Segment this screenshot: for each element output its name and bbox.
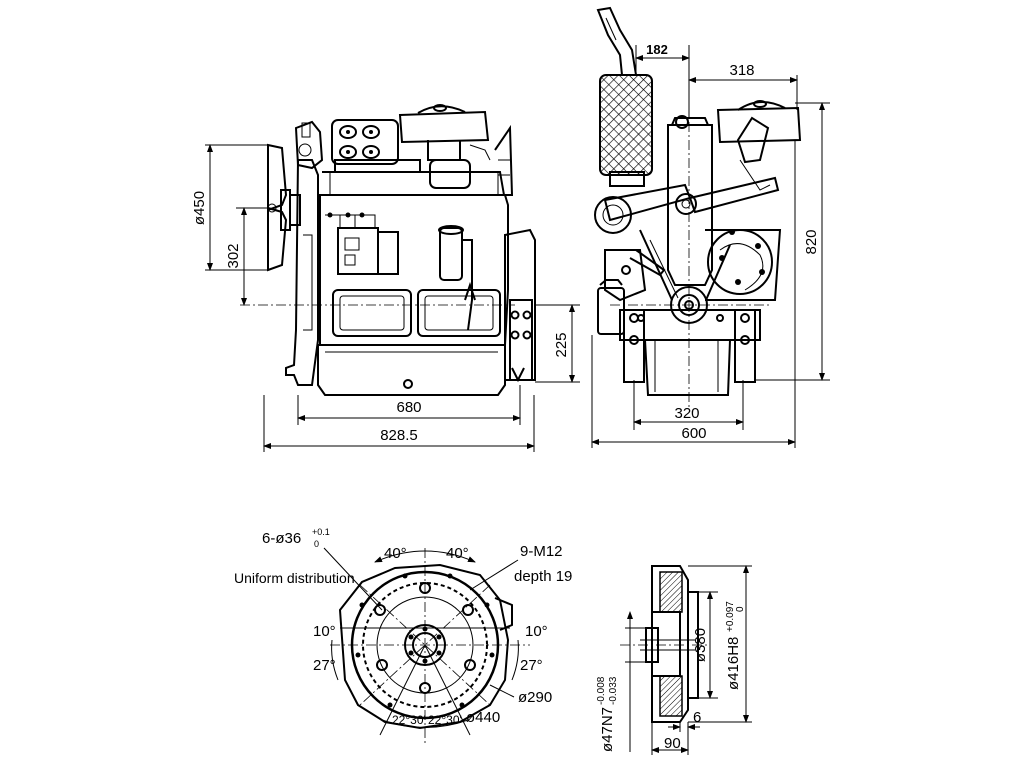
dia-bore: ø416H8: [725, 637, 742, 690]
angle-bottom-left: 22°30': [392, 713, 426, 727]
fuel-filter: [438, 225, 476, 331]
fan: [267, 143, 301, 272]
dia-440: ø440: [466, 709, 500, 726]
front-view: [594, 6, 802, 410]
thread-callout: 9-M12: [520, 543, 563, 560]
angle-bottom-right: 22°30': [428, 713, 462, 727]
dim-fan-diameter: ø450: [191, 191, 208, 225]
flywheel-housing-outline: [338, 563, 510, 730]
rear-mount: [504, 228, 536, 383]
radiator-column: [667, 124, 713, 286]
dim-90: 90: [664, 735, 681, 752]
dim-320: 320: [674, 405, 699, 422]
hole-note: Uniform distribution: [234, 570, 355, 586]
side-view-dimensions: 828.5 680 ø450 302 225: [191, 144, 580, 452]
dim-600: 600: [681, 425, 706, 442]
flywheel-face-annotations: 6-ø36 +0.1 0 Uniform distribution 9-M12 …: [234, 527, 572, 727]
front-alternator: [594, 196, 666, 302]
exhaust-pipe: [596, 6, 638, 76]
gear-housing: [705, 229, 782, 301]
angle-left-large: 27°: [313, 657, 336, 674]
dia-380: ø380: [692, 628, 709, 662]
angle-top-right: 40°: [446, 545, 469, 562]
bore-tol-upper: +0.097: [725, 601, 736, 632]
flywheel-section-dimensions: ø47N7 -0.008 -0.033 ø380 ø416H8 +0.097 0…: [596, 565, 752, 755]
angle-left-small: 10°: [313, 623, 336, 640]
side-view: [240, 104, 536, 396]
dim-302: 302: [225, 243, 242, 268]
dia-spigot: ø47N7: [599, 707, 616, 752]
dim-6: 6: [693, 709, 701, 726]
air-cleaner: [398, 104, 491, 189]
front-cover: [285, 159, 319, 386]
dim-225: 225: [553, 332, 570, 357]
dim-318: 318: [729, 62, 754, 79]
front-sump: [643, 339, 732, 396]
front-mounts: [623, 309, 756, 383]
angle-right-small: 10°: [525, 623, 548, 640]
dim-680: 680: [396, 399, 421, 416]
dim-820: 820: [803, 229, 820, 254]
outer-bolt-holes: [355, 573, 495, 708]
alternator: [294, 120, 324, 170]
front-view-dimensions: 182 318 820 320 600: [591, 42, 830, 448]
crankcase-window: [332, 289, 412, 337]
front-fan: [603, 176, 780, 222]
thread-depth: depth 19: [514, 568, 572, 585]
front-air-cleaner: [716, 100, 802, 191]
spigot-tol-lower: -0.033: [608, 676, 619, 705]
angle-right-large: 27°: [520, 657, 543, 674]
spigot-tol-upper: -0.008: [596, 676, 607, 705]
muffler-mesh: [599, 74, 653, 176]
injector-ports: [331, 119, 399, 165]
hole-tol-lower: 0: [314, 539, 319, 549]
hole-tol-upper: +0.1: [312, 527, 330, 537]
flywheel-face: [330, 548, 530, 745]
dia-290: ø290: [518, 689, 552, 706]
angle-top-left: 40°: [384, 545, 407, 562]
injection-pump: [325, 212, 399, 275]
hole-callout: 6-ø36: [262, 530, 301, 547]
dim-182: 182: [646, 42, 668, 57]
bore-tol-lower: 0: [735, 606, 746, 612]
engine-block: [319, 194, 509, 346]
dim-828-5: 828.5: [380, 427, 418, 444]
